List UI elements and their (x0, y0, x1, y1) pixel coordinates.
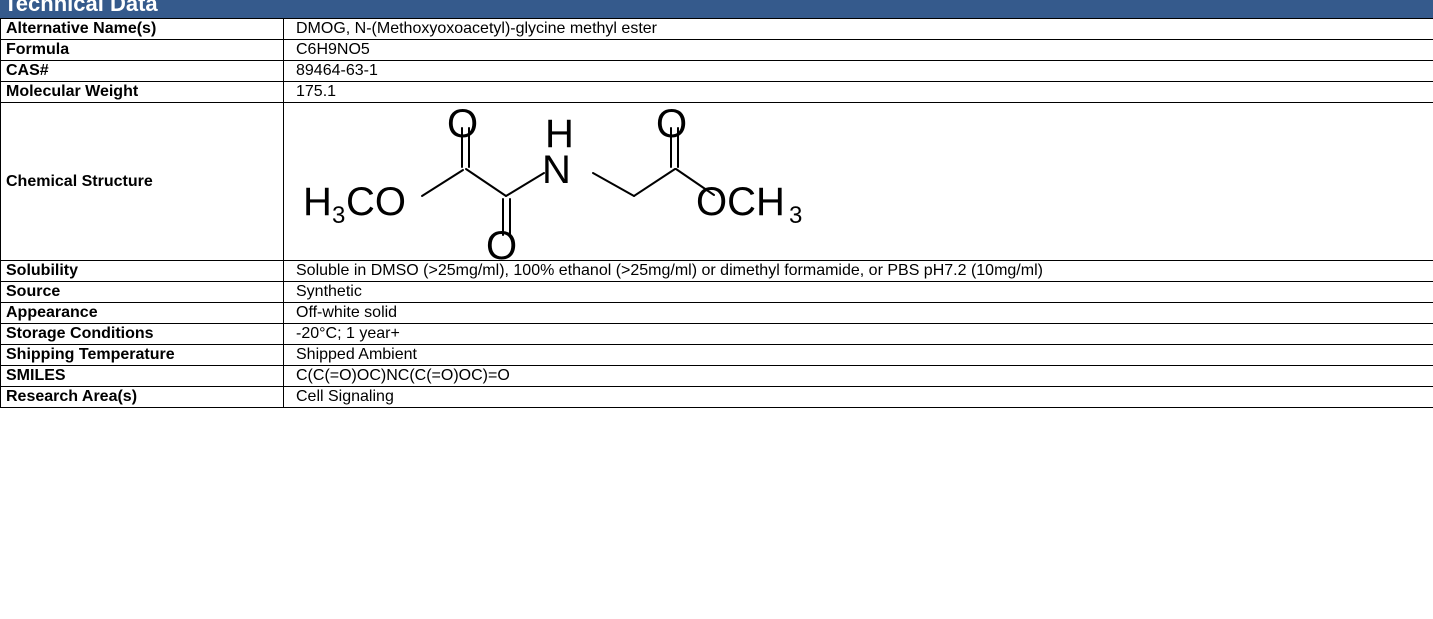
atom-h3co-tail: CO (346, 180, 406, 224)
row-value: Off-white solid (283, 302, 1433, 324)
chemical-structure-cell: O H O N O H 3 CO OCH 3 (283, 102, 1433, 261)
atom-h3co-subscript: 3 (332, 202, 345, 229)
table-row: Shipping Temperature Shipped Ambient (0, 344, 1433, 366)
row-value: Shipped Ambient (283, 344, 1433, 366)
row-label: Storage Conditions (0, 323, 284, 345)
table-row: CAS# 89464-63-1 (0, 60, 1433, 82)
row-label: CAS# (0, 60, 284, 82)
row-value: -20°C; 1 year+ (283, 323, 1433, 345)
atom-n-center: N (542, 148, 571, 192)
row-label: Molecular Weight (0, 81, 284, 103)
row-label: Chemical Structure (0, 102, 284, 261)
table-row: SMILES C(C(=O)OC)NC(C(=O)OC)=O (0, 365, 1433, 387)
row-label: Shipping Temperature (0, 344, 284, 366)
row-value: 89464-63-1 (283, 60, 1433, 82)
atom-h3co-main: H (303, 180, 332, 224)
row-label: Formula (0, 39, 284, 61)
row-label: Research Area(s) (0, 386, 284, 408)
section-header: Technical Data (0, 0, 1433, 19)
row-label: SMILES (0, 365, 284, 387)
row-value: DMOG, N-(Methoxyoxoacetyl)-glycine methy… (283, 18, 1433, 40)
table-row: Formula C6H9NO5 (0, 39, 1433, 61)
row-label: Alternative Name(s) (0, 18, 284, 40)
table-row: Storage Conditions -20°C; 1 year+ (0, 323, 1433, 345)
technical-data-table: Alternative Name(s) DMOG, N-(Methoxyoxoa… (0, 18, 1433, 408)
chemical-structure-diagram: O H O N O H 3 CO OCH 3 (303, 103, 802, 260)
row-value: C6H9NO5 (283, 39, 1433, 61)
row-value: Synthetic (283, 281, 1433, 303)
row-label: Appearance (0, 302, 284, 324)
atom-o-top-left: O (447, 103, 478, 146)
row-value: Soluble in DMSO (>25mg/ml), 100% ethanol… (283, 260, 1433, 282)
row-label: Solubility (0, 260, 284, 282)
table-row: Appearance Off-white solid (0, 302, 1433, 324)
atom-o-top-right: O (656, 103, 687, 146)
table-row: Solubility Soluble in DMSO (>25mg/ml), 1… (0, 260, 1433, 282)
section-title: Technical Data (4, 0, 158, 16)
atom-o-bottom: O (486, 224, 517, 260)
table-row: Source Synthetic (0, 281, 1433, 303)
table-row: Research Area(s) Cell Signaling (0, 386, 1433, 408)
atom-och3-main: OCH (696, 180, 785, 224)
table-row-structure: Chemical Structure (0, 102, 1433, 261)
row-label: Source (0, 281, 284, 303)
row-value: 175.1 (283, 81, 1433, 103)
row-value: Cell Signaling (283, 386, 1433, 408)
table-row: Alternative Name(s) DMOG, N-(Methoxyoxoa… (0, 18, 1433, 40)
row-value: C(C(=O)OC)NC(C(=O)OC)=O (283, 365, 1433, 387)
table-row: Molecular Weight 175.1 (0, 81, 1433, 103)
atom-och3-subscript: 3 (789, 202, 802, 229)
atom-h-top: H (545, 112, 574, 156)
